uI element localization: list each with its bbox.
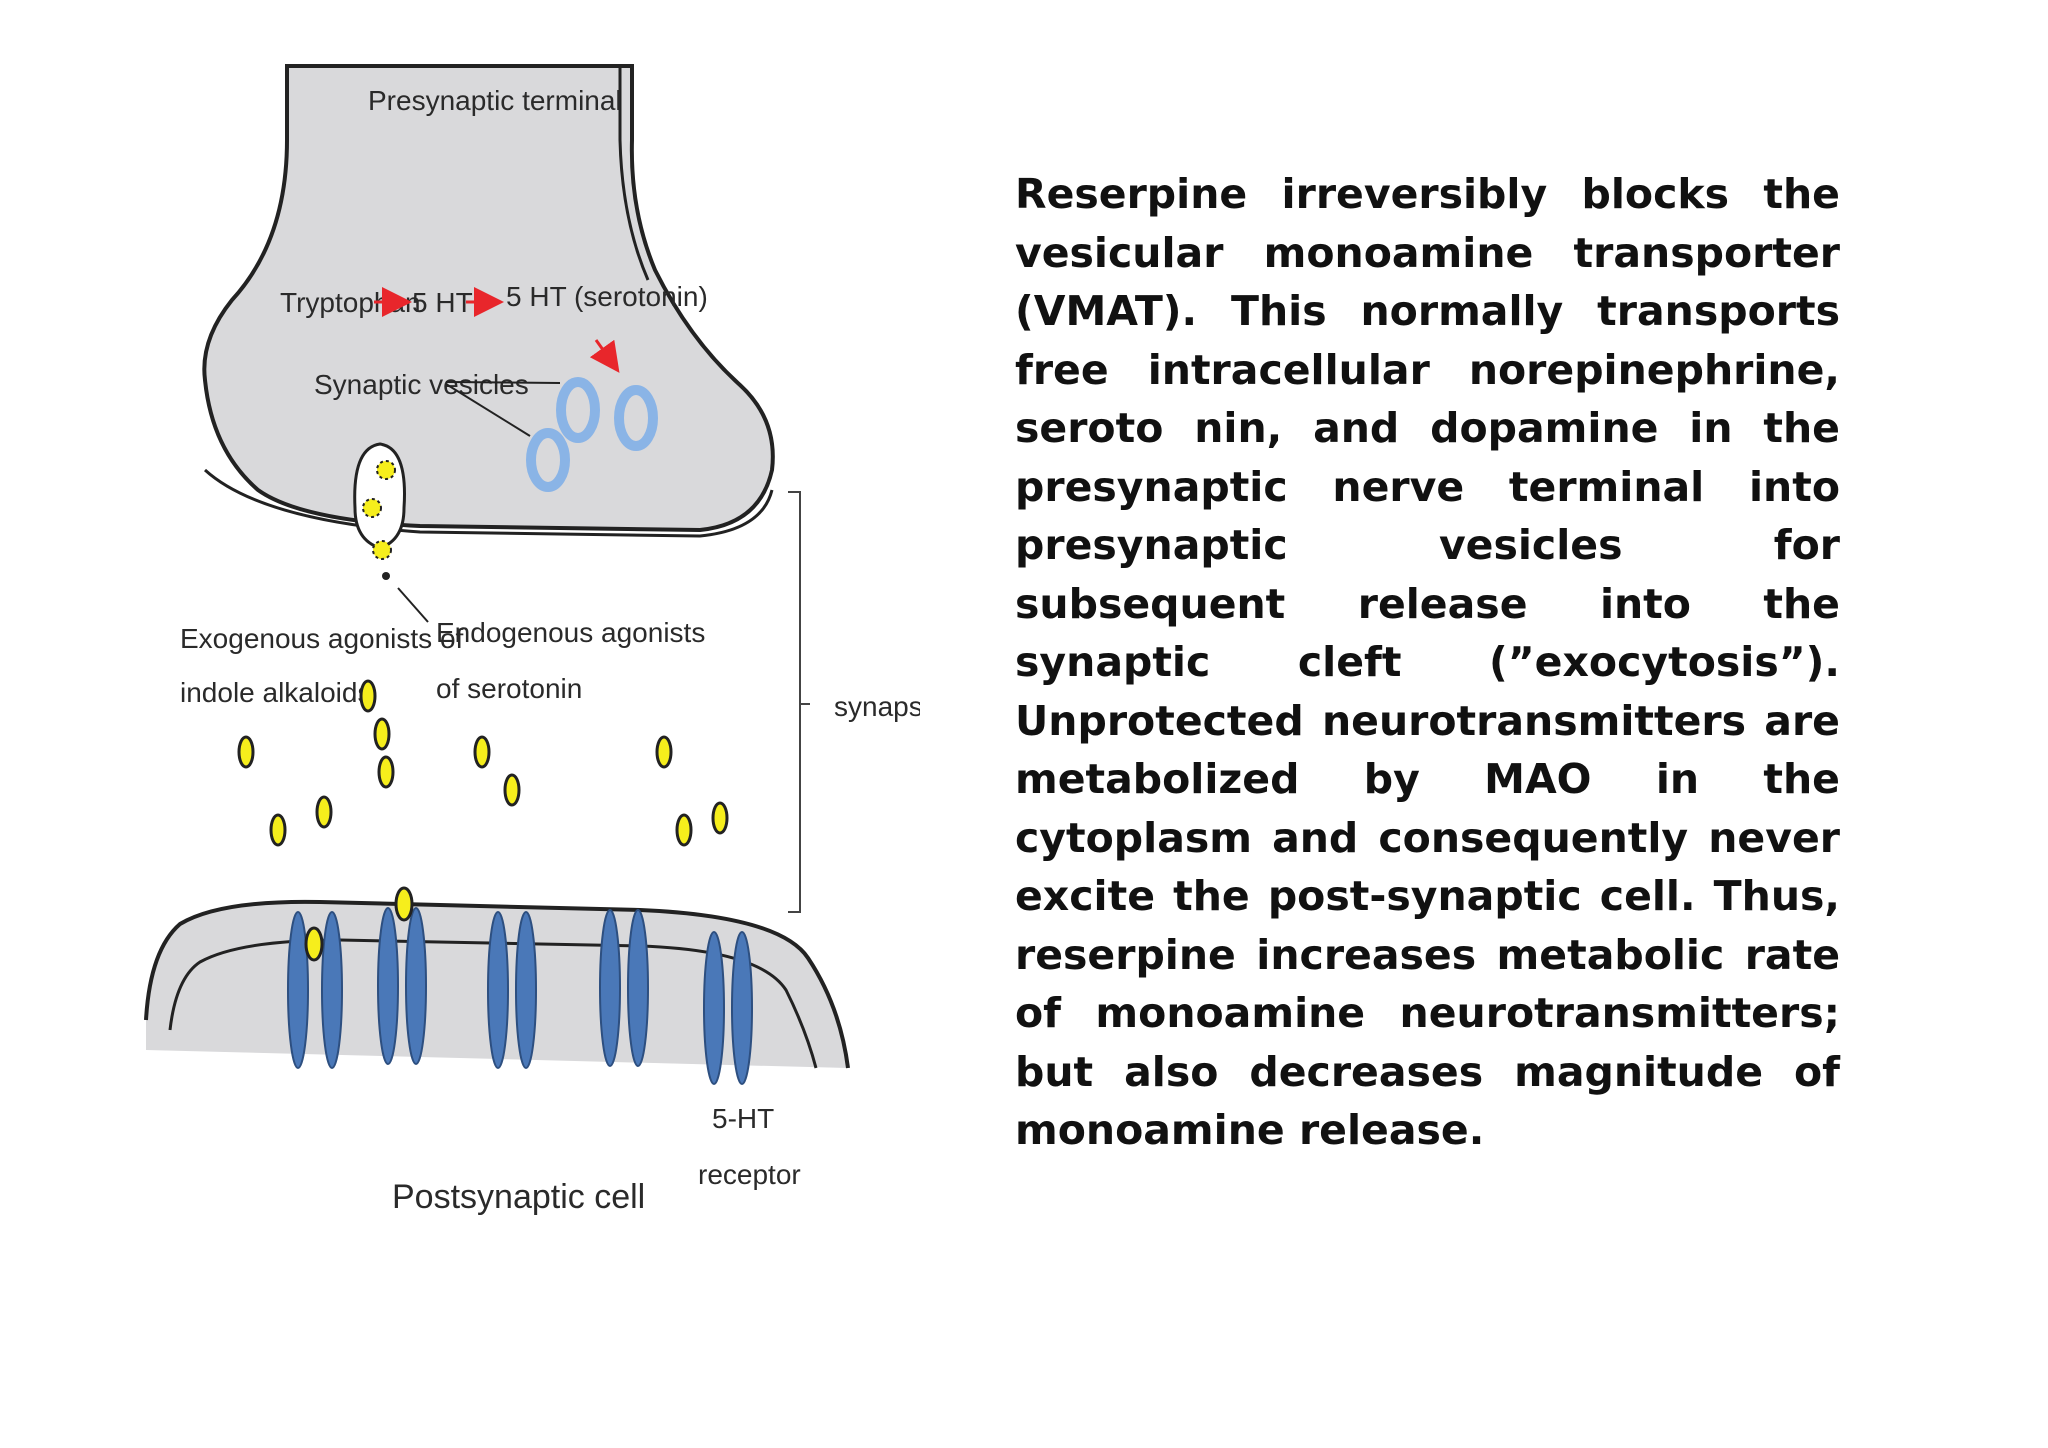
- exogenous-label-line2: indole alkaloids: [180, 677, 371, 708]
- agonist: [373, 717, 391, 751]
- agonist: [675, 813, 693, 847]
- red-arrow-to-vesicle: [589, 339, 620, 373]
- receptor-subunit: [405, 907, 427, 1065]
- agonist-released: [372, 540, 392, 560]
- presynaptic-terminal-label: Presynaptic terminal: [368, 85, 622, 116]
- receptor-subunit: [627, 909, 649, 1067]
- reserpine-description: Reserpine irreversibly blocks the vesicu…: [1015, 170, 1840, 1154]
- synaptic-vesicles: Synaptic vesicles: [314, 369, 658, 492]
- receptor-subunit: [487, 911, 509, 1069]
- vesicle: [614, 385, 658, 451]
- vesicle: [556, 377, 600, 443]
- exocytosis-vesicle: [353, 442, 406, 580]
- endogenous-label-line2: of serotonin: [436, 673, 582, 704]
- vesicle-pointer-1: [445, 381, 561, 384]
- agonists-in-cleft: [237, 679, 729, 847]
- synapse-label: synapse: [834, 691, 920, 722]
- 5ht-receptors: [287, 886, 753, 1085]
- agonist: [269, 813, 287, 847]
- receptor-subunit: [287, 911, 309, 1069]
- endogenous-pointer: [397, 587, 429, 623]
- receptor-subunit: [599, 909, 621, 1067]
- synapse-bracket: [788, 491, 810, 913]
- 5ht-serotonin-label: 5 HT (serotonin): [506, 281, 708, 312]
- agonist: [377, 755, 395, 789]
- postsynaptic-cell-label: Postsynaptic cell: [392, 1178, 645, 1216]
- agonist: [711, 801, 729, 835]
- vesicle-pointer-2: [445, 383, 531, 437]
- agonist: [655, 735, 673, 769]
- vesicle: [526, 428, 570, 492]
- receptor-label-line1: 5-HT: [712, 1103, 774, 1134]
- serotonin-synthesis-pathway: Tryptophan 5 HTP 5 HT (serotonin): [280, 281, 708, 373]
- agonist: [473, 735, 491, 769]
- agonist: [359, 679, 377, 713]
- receptor-label-line2: receptor: [698, 1159, 801, 1190]
- agonist: [503, 773, 521, 807]
- agonist-released: [382, 572, 390, 580]
- receptor-subunit: [515, 911, 537, 1069]
- bound-agonist: [394, 886, 414, 922]
- receptor-subunit: [321, 911, 343, 1069]
- agonist-in-vesicle: [376, 460, 396, 480]
- endogenous-label-line1: Endogenous agonists: [436, 617, 705, 648]
- receptor-subunit: [731, 931, 753, 1085]
- agonist: [315, 795, 333, 829]
- exogenous-label-line1: Exogenous agonists of: [180, 623, 464, 654]
- synaptic-vesicles-label: Synaptic vesicles: [314, 369, 529, 400]
- agonist: [237, 735, 255, 769]
- receptor-subunit: [703, 931, 725, 1085]
- agonist-in-vesicle: [362, 498, 382, 518]
- synapse-diagram: Presynaptic terminal Tryptophan 5 HTP 5 …: [140, 64, 920, 1244]
- bound-agonist: [304, 926, 324, 962]
- receptor-subunit: [377, 907, 399, 1065]
